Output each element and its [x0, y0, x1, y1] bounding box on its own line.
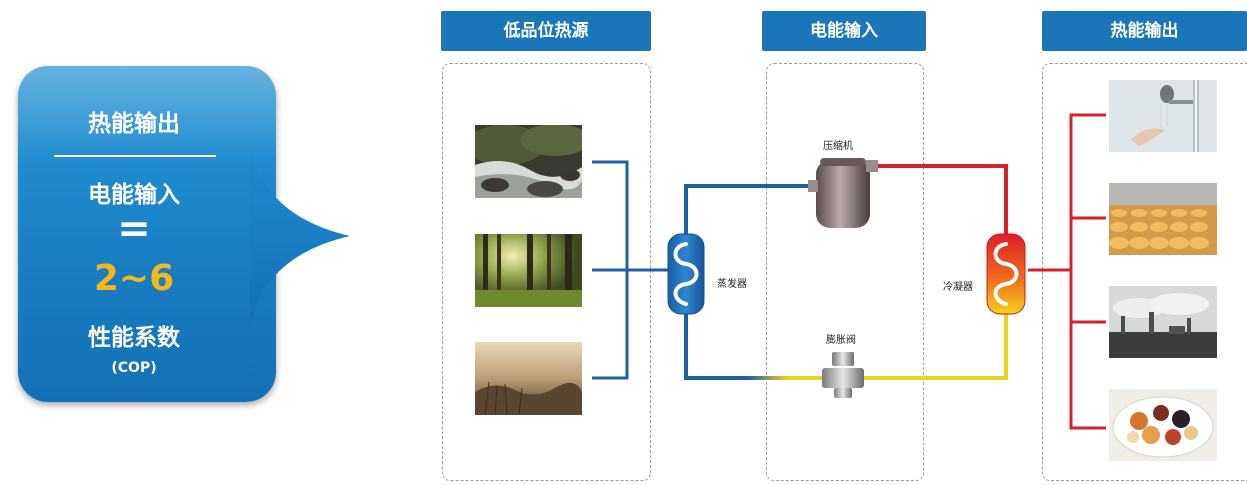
grassland-photo: [475, 342, 582, 415]
condenser-icon: [986, 233, 1026, 315]
label-evaporator: 蒸发器: [717, 279, 747, 290]
header-heat-source: 低品位热源: [441, 11, 651, 51]
forest-photo: [475, 234, 582, 307]
evaporator-icon: [667, 233, 705, 315]
cop-fraction-line: [54, 155, 216, 157]
pipe-evaporator-to-valve: [684, 312, 822, 380]
box-power-input: [766, 63, 924, 481]
compressor-icon: [808, 158, 878, 228]
source-connector: [592, 160, 668, 380]
header-power-input: 电能输入: [762, 11, 926, 51]
cop-name: 性能系数: [88, 325, 180, 351]
cop-panel: [18, 66, 276, 402]
cop-equals-sign: =: [117, 206, 151, 252]
pipe-evaporator-to-compressor: [684, 184, 812, 236]
output-connector: [1028, 113, 1106, 430]
box-heat-output: [1042, 63, 1247, 481]
pipe-valve-to-condenser: [862, 312, 1008, 380]
label-expansion-valve: 膨胀阀: [826, 335, 856, 346]
expansion-valve-icon: [822, 352, 864, 398]
pipe-compressor-to-condenser: [878, 164, 1008, 236]
factory-food-photo: [1109, 183, 1217, 255]
cop-value: 2~6: [93, 258, 175, 299]
label-compressor: 压缩机: [823, 141, 853, 152]
stream-photo: [475, 125, 582, 198]
cop-input-label: 电能输入: [88, 182, 180, 208]
industrial-photo: [1109, 286, 1217, 358]
cop-abbreviation: (COP): [111, 360, 157, 376]
dried-fruit-photo: [1109, 389, 1217, 461]
shower-photo: [1109, 80, 1217, 152]
header-heat-output: 热能输出: [1042, 11, 1247, 51]
label-condenser: 冷凝器: [943, 282, 973, 293]
cop-panel-pointer: [250, 146, 350, 326]
cop-output-label: 热能输出: [88, 111, 180, 137]
box-heat-source: [442, 63, 651, 481]
